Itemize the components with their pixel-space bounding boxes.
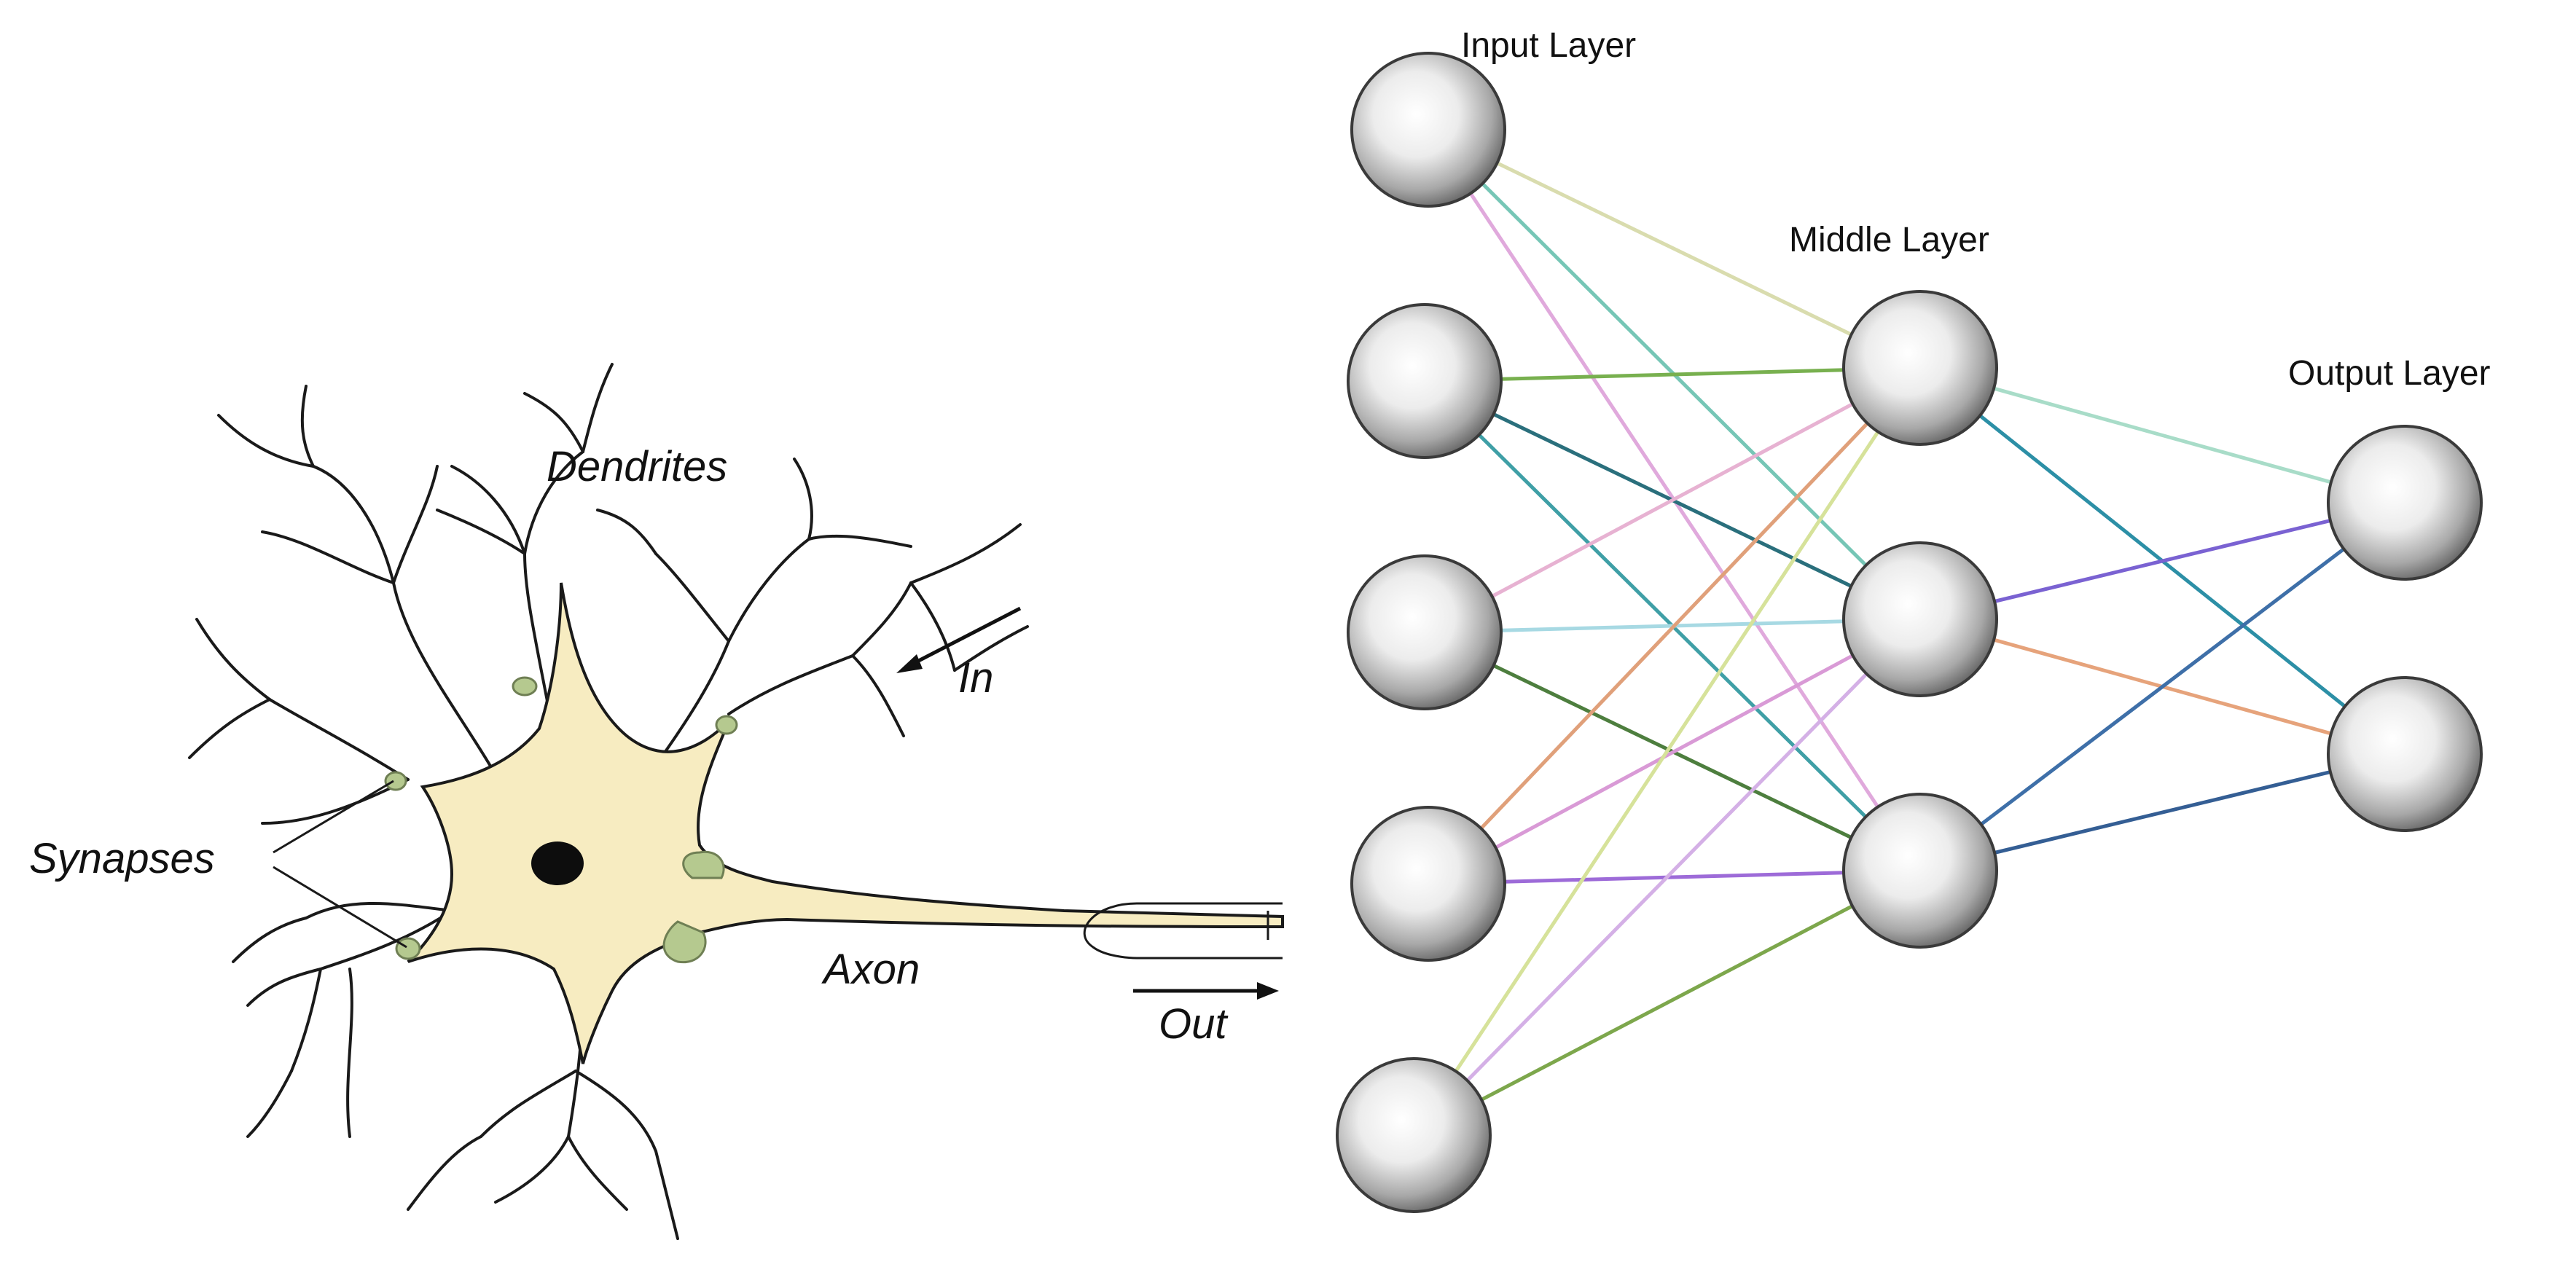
output-node-1	[2327, 425, 2483, 581]
in-label: In	[958, 654, 993, 702]
output-layer-label: Output Layer	[2288, 354, 2491, 393]
connection-1-2-to-2-0	[1919, 501, 2406, 872]
middle-layer-label: Middle Layer	[1789, 221, 1989, 259]
dendrites-label: Dendrites	[547, 443, 727, 490]
soma	[407, 582, 1284, 1064]
connection-0-3-to-1-0	[1427, 366, 1922, 885]
middle-node-1	[1842, 290, 1998, 446]
nucleus	[531, 842, 584, 885]
input-node-4	[1350, 806, 1506, 962]
connection-1-1-to-2-0	[1919, 501, 2405, 621]
connection-1-2-to-2-1	[1919, 752, 2405, 873]
input-node-2	[1347, 303, 1503, 459]
connection-0-4-to-1-0	[1412, 366, 1922, 1137]
in-arrow	[896, 606, 1022, 673]
connection-0-2-to-1-0	[1423, 366, 1922, 635]
dendrite-branches	[188, 363, 1029, 1240]
connection-0-4-to-1-1	[1412, 618, 1922, 1137]
connection-0-3-to-1-1	[1427, 617, 1922, 886]
input-node-3	[1347, 554, 1503, 710]
middle-node-3	[1842, 793, 1998, 949]
biological-neuron: Dendrites Synapses Axon In Out	[29, 363, 1284, 1240]
connection-0-1-to-1-0	[1424, 366, 1921, 383]
connection-0-4-to-1-2	[1412, 868, 1922, 1137]
connection-0-0-to-1-0	[1427, 128, 1922, 370]
connection-0-3-to-1-2	[1428, 868, 1921, 886]
out-arrow	[1133, 982, 1279, 1000]
synapses-label: Synapses	[29, 835, 215, 882]
input-layer-label: Input Layer	[1461, 26, 1636, 65]
connection-1-0-to-2-0	[1919, 366, 2405, 505]
input-node-5	[1336, 1057, 1492, 1213]
out-label: Out	[1159, 1000, 1229, 1048]
synapse-knobs	[384, 676, 738, 964]
middle-node-2	[1842, 541, 1998, 697]
synapse-pointer-lines	[273, 780, 407, 949]
input-node-1	[1350, 52, 1506, 208]
network-nodes	[1336, 52, 2483, 1213]
neural-network: Input Layer Middle Layer Output Layer	[1336, 26, 2491, 1213]
axon-terminal	[1083, 902, 1283, 960]
network-connections	[1412, 128, 2406, 1137]
output-node-2	[2327, 676, 2483, 832]
axon-label: Axon	[821, 946, 920, 993]
